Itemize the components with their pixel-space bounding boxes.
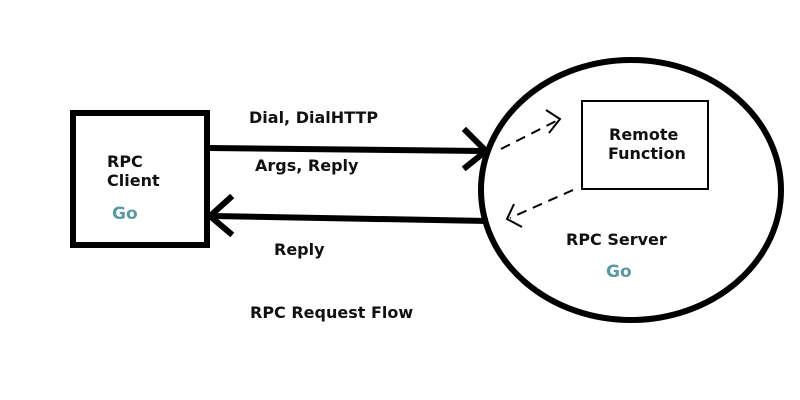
rpc-client-language: Go xyxy=(112,204,138,224)
rpc-client-label-line1: RPC xyxy=(107,152,143,171)
remote-function-box xyxy=(581,100,709,190)
dashed-return-arrow xyxy=(505,189,574,228)
rpc-server-language: Go xyxy=(606,262,632,282)
remote-function-label-line1: Remote xyxy=(609,125,678,144)
rpc-client-label-line2: Client xyxy=(107,171,160,190)
diagram-caption: RPC Request Flow xyxy=(250,303,413,322)
dashed-call-arrow xyxy=(500,109,562,150)
rpc-client-box xyxy=(70,110,210,248)
request-arrow xyxy=(208,126,491,172)
reply-arrow xyxy=(205,193,489,238)
request-arrow-label-bottom: Args, Reply xyxy=(255,156,359,175)
rpc-server-label: RPC Server xyxy=(566,230,667,249)
reply-arrow-label: Reply xyxy=(274,240,325,259)
remote-function-label-line2: Function xyxy=(608,144,686,163)
rpc-server-circle xyxy=(478,57,784,323)
request-arrow-label-top: Dial, DialHTTP xyxy=(249,108,378,127)
